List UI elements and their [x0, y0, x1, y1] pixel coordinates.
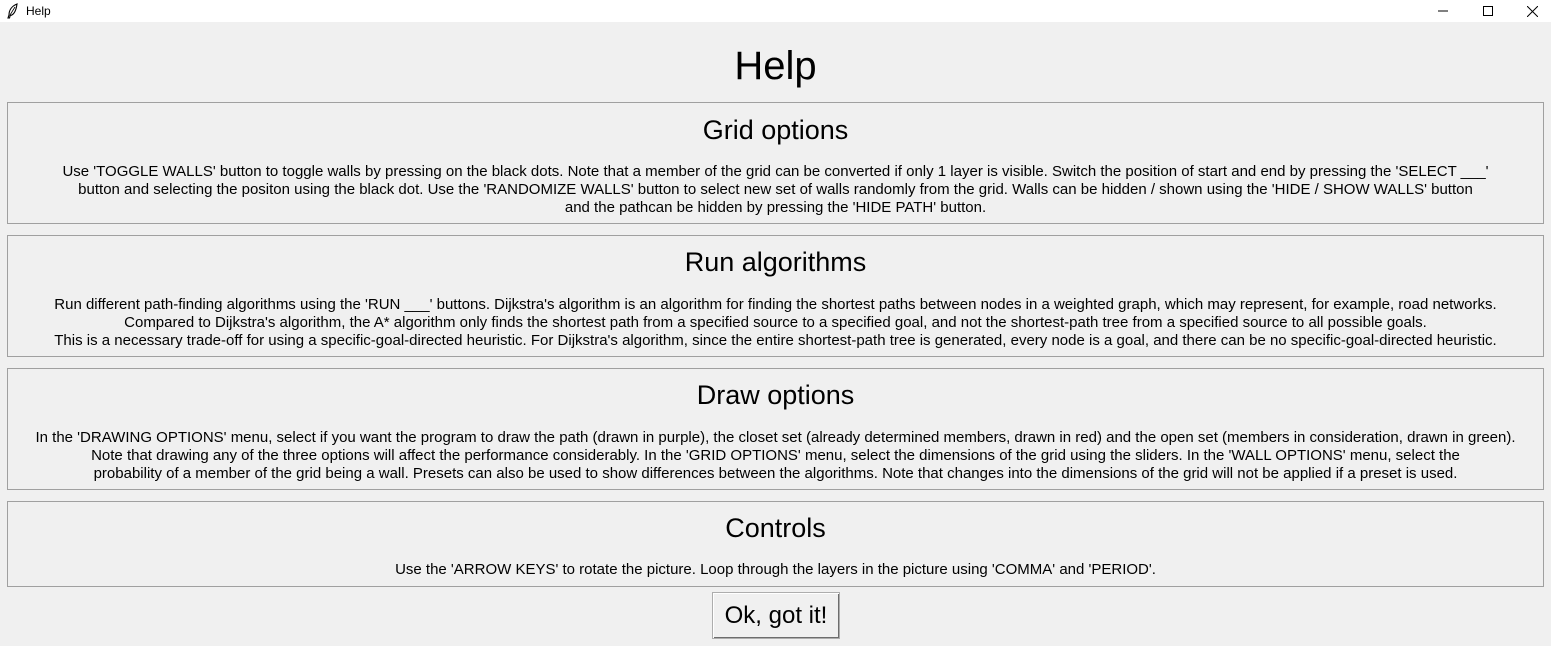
- section-title: Grid options: [702, 115, 849, 145]
- title-bar: Help: [0, 0, 1551, 22]
- feather-icon: [6, 3, 20, 19]
- section-title: Run algorithms: [684, 247, 867, 277]
- text-line: In the 'DRAWING OPTIONS' menu, select if…: [35, 429, 1516, 446]
- text-line: Compared to Dijkstra's algorithm, the A*…: [124, 314, 1427, 331]
- grid-options-panel: Grid options Use 'TOGGLE WALLS' button t…: [7, 102, 1544, 224]
- minimize-button[interactable]: [1420, 0, 1465, 22]
- text-line: Use 'TOGGLE WALLS' button to toggle wall…: [62, 163, 1489, 180]
- text-line: and the pathcan be hidden by pressing th…: [564, 199, 987, 216]
- run-algorithms-panel: Run algorithms Run different path-findin…: [7, 235, 1544, 357]
- section-title: Controls: [725, 513, 826, 543]
- maximize-button[interactable]: [1465, 0, 1510, 22]
- draw-options-panel: Draw options In the 'DRAWING OPTIONS' me…: [7, 368, 1544, 490]
- section-title: Draw options: [696, 380, 855, 410]
- section-text: Use 'TOGGLE WALLS' button to toggle wall…: [8, 163, 1543, 217]
- controls-panel: Controls Use the 'ARROW KEYS' to rotate …: [7, 501, 1544, 587]
- text-line: Note that drawing any of the three optio…: [91, 447, 1460, 464]
- minimize-icon: [1437, 6, 1448, 16]
- text-line: probability of a member of the grid bein…: [93, 465, 1458, 482]
- section-text: In the 'DRAWING OPTIONS' menu, select if…: [8, 429, 1543, 483]
- text-line: This is a necessary trade-off for using …: [54, 332, 1497, 349]
- text-line: Run different path-finding algorithms us…: [54, 296, 1497, 313]
- ok-got-it-button[interactable]: Ok, got it!: [712, 592, 840, 639]
- close-button[interactable]: [1510, 0, 1551, 22]
- text-line: button and selecting the positon using t…: [78, 181, 1473, 198]
- page-title: Help: [734, 44, 817, 88]
- section-text: Run different path-finding algorithms us…: [8, 296, 1543, 350]
- maximize-icon: [1482, 6, 1493, 16]
- close-icon: [1527, 5, 1538, 17]
- window-title: Help: [26, 4, 51, 18]
- text-line: Use the 'ARROW KEYS' to rotate the pictu…: [395, 561, 1156, 578]
- section-text: Use the 'ARROW KEYS' to rotate the pictu…: [8, 561, 1543, 579]
